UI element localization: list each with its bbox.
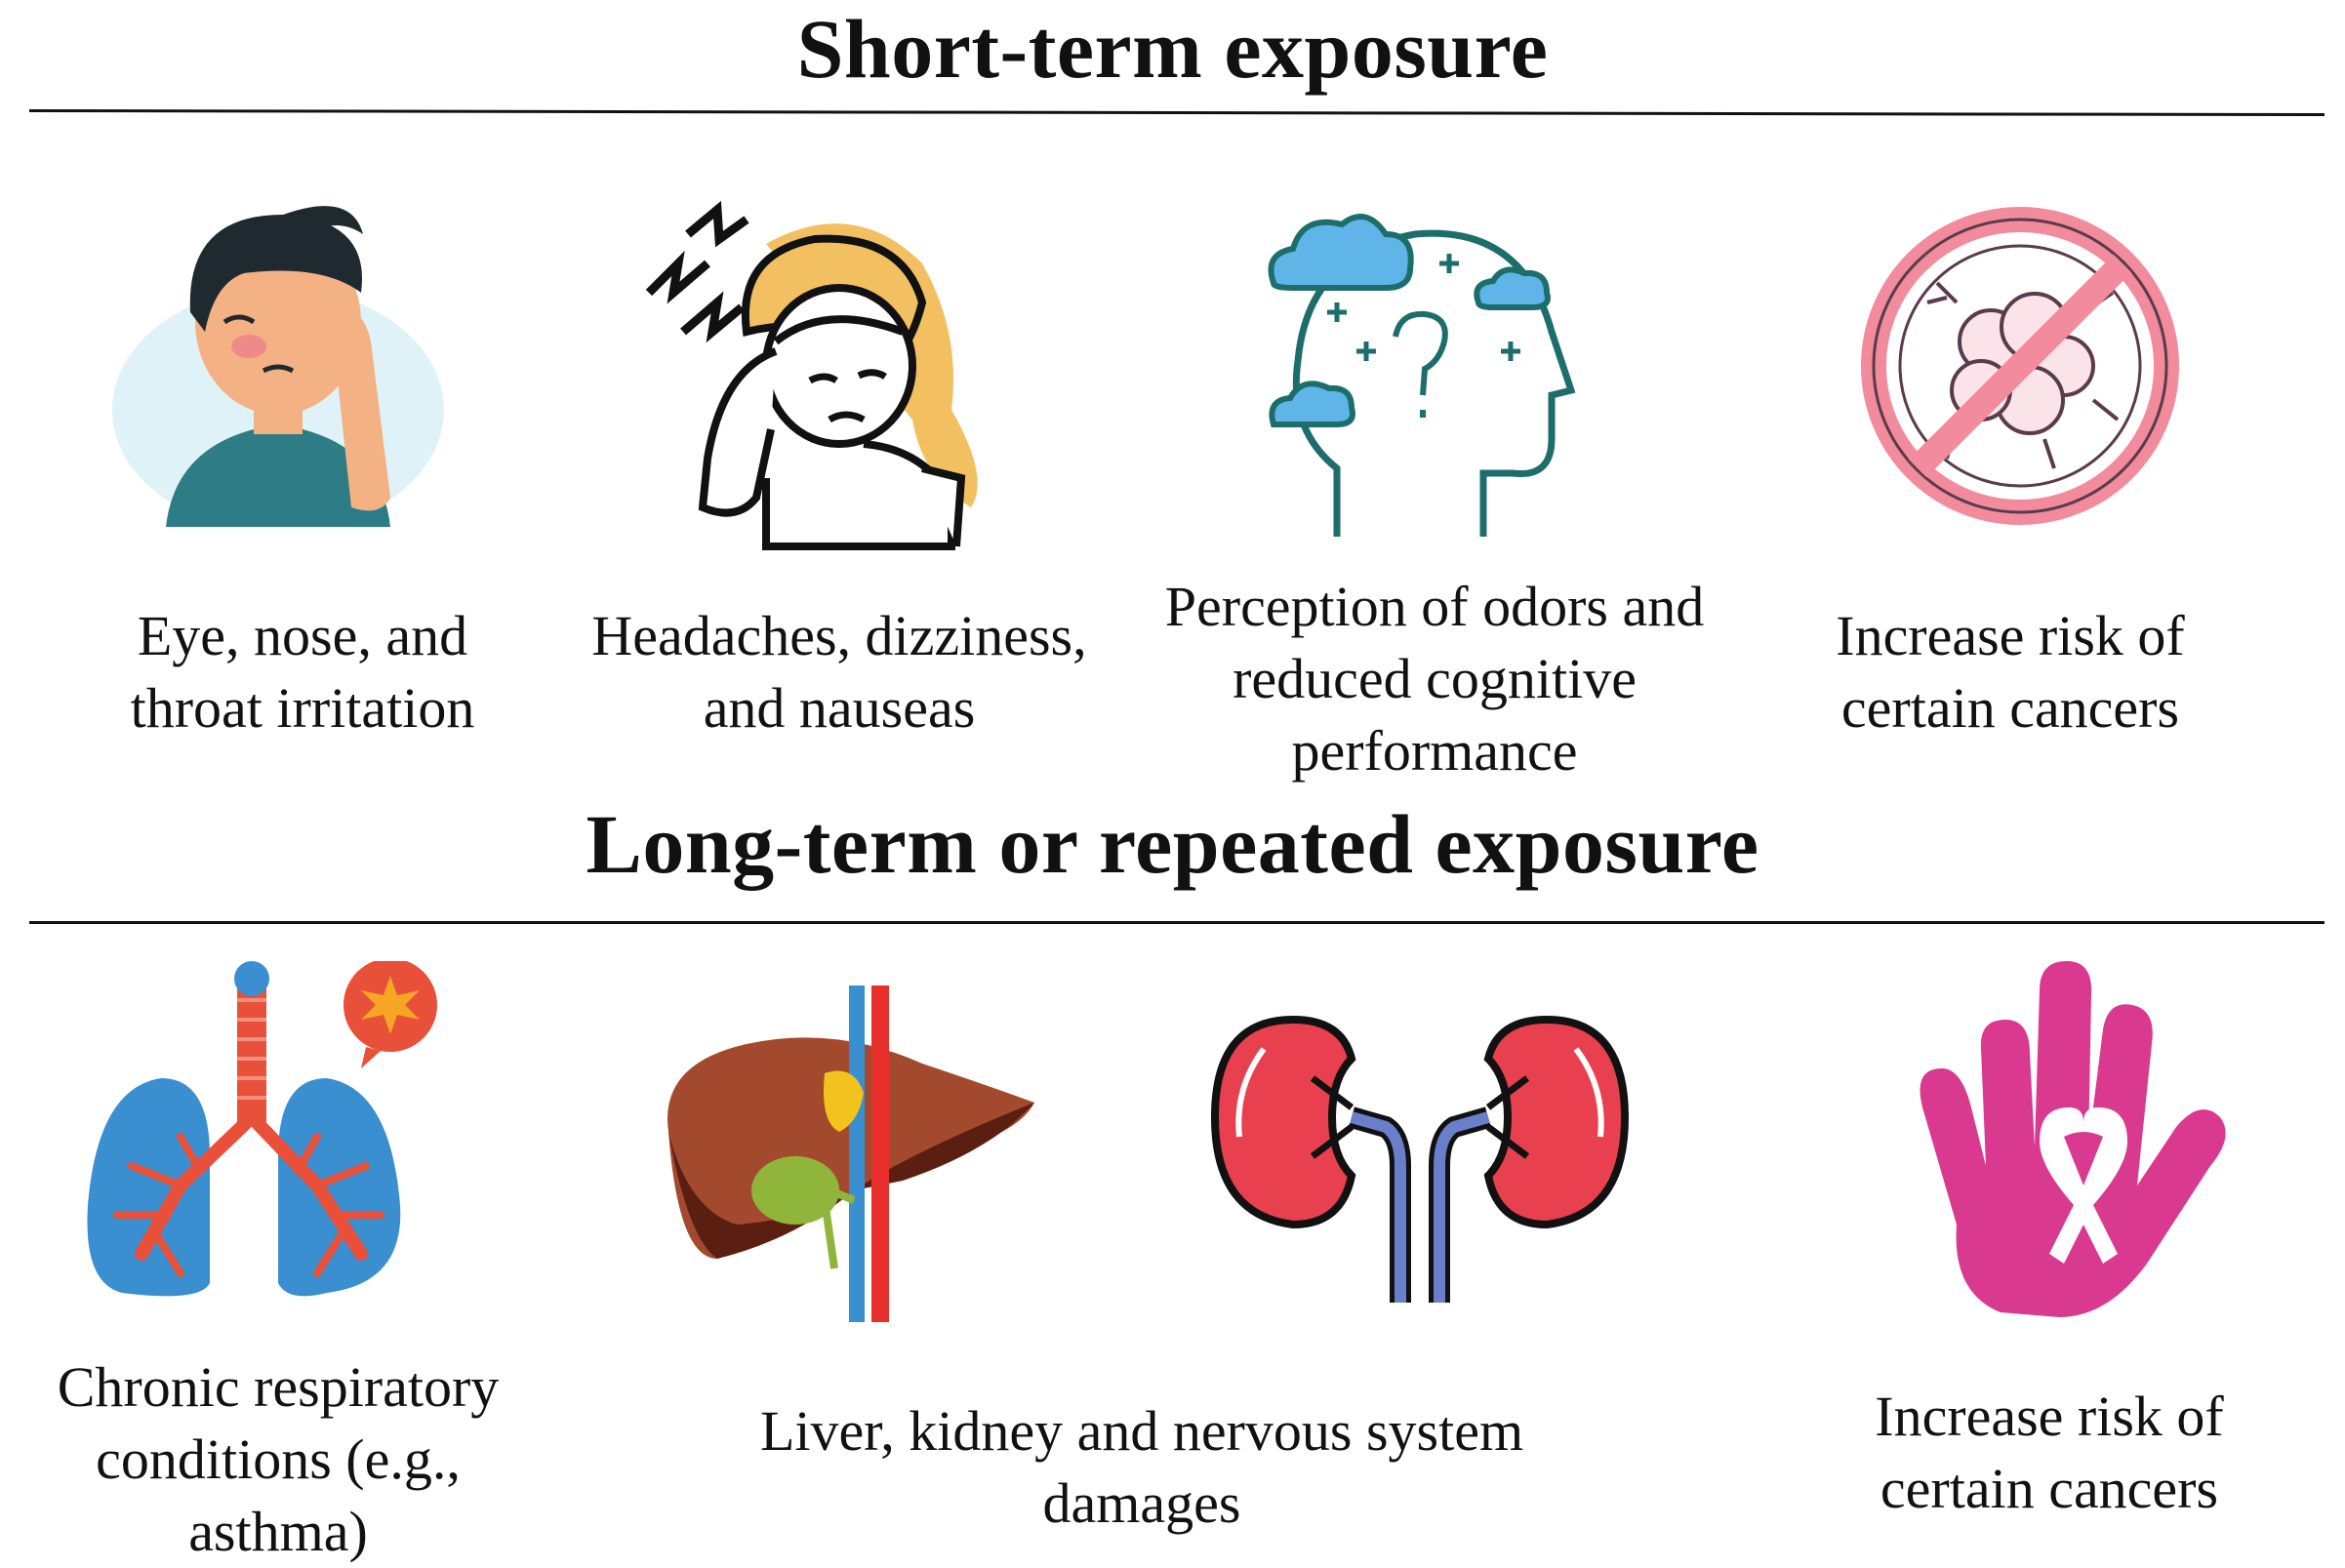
lungs-icon [87, 961, 437, 1297]
caption-eye-irritation: Eye, nose, and throat irritation [130, 604, 475, 740]
caption-organ-damage: Liver, kidney and nervous system damages [759, 1399, 1524, 1535]
short-term-heading: Short-term exposure [796, 2, 1549, 96]
headache-woman-icon [645, 200, 978, 550]
long-term-divider [29, 921, 2325, 924]
caption-headaches: Headaches, dizziness, and nauseas [591, 604, 1087, 740]
kidneys-icon [1210, 1015, 1630, 1303]
cancer-ribbon-hand-icon [1920, 961, 2226, 1317]
caption-respiratory: Chronic respiratory conditions (e.g., as… [57, 1355, 500, 1563]
confused-head-clouds-icon [1268, 214, 1576, 537]
caption-cancer-risk-short: Increase risk of certain cancers [1836, 604, 2185, 740]
eye-rubbing-person-icon [112, 206, 444, 527]
no-cancer-cell-icon [1861, 207, 2179, 525]
long-term-heading: Long-term or repeated exposure [586, 797, 1759, 891]
caption-cognitive: Perception of odors and reduced cognitiv… [1164, 575, 1705, 783]
caption-cancer-risk-long: Increase risk of certain cancers [1875, 1385, 2224, 1520]
liver-icon [667, 985, 1034, 1322]
short-term-divider [28, 108, 2325, 117]
